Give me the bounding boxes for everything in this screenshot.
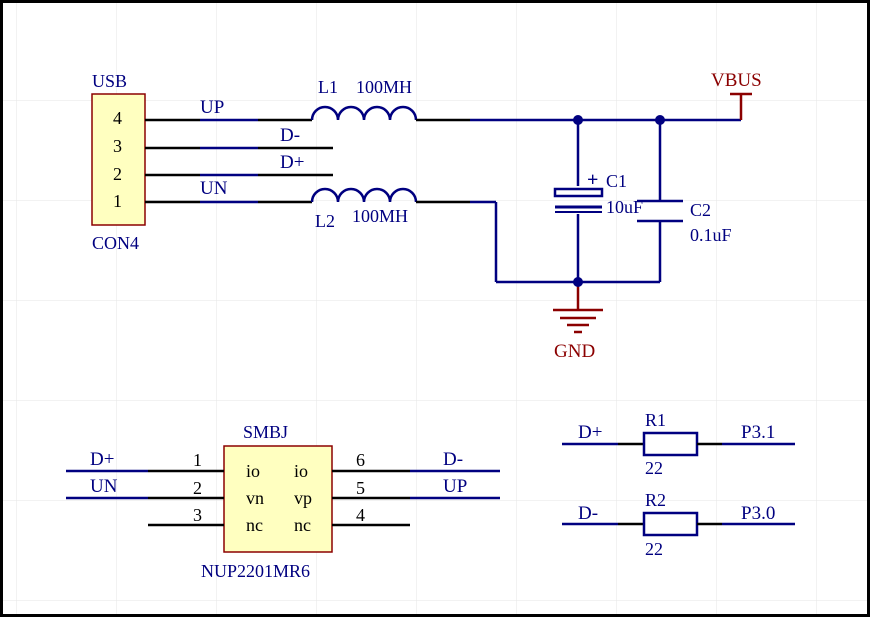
- gnd-label: GND: [554, 341, 595, 362]
- vbus-label: VBUS: [711, 70, 762, 91]
- ic-pin-num-5: 5: [356, 478, 365, 498]
- r2-value: 22: [645, 539, 663, 559]
- inductor-coil: [310, 187, 418, 203]
- power-wires: [416, 92, 752, 310]
- ic-pin-num-2: 2: [193, 478, 202, 498]
- ic-pin-num-1: 1: [193, 450, 202, 470]
- inductor-l1[interactable]: L1 100MH: [310, 77, 418, 121]
- ic-wires: [66, 469, 500, 527]
- ic-name: SMBJ: [243, 422, 288, 442]
- r1-value: 22: [645, 458, 663, 478]
- inductor-l1-designator: L1: [318, 77, 338, 97]
- inductor-coil: [310, 105, 418, 121]
- ic-net-label-dminus: D-: [443, 449, 463, 470]
- connector-designator: USB: [92, 71, 127, 91]
- cap-plate-positive: [553, 187, 604, 198]
- junction-dot: [573, 277, 583, 287]
- junction-dot: [655, 115, 665, 125]
- ic-pin-name-vn: vn: [246, 488, 264, 508]
- junction-dot: [573, 115, 583, 125]
- ic-part-number: NUP2201MR6: [201, 561, 310, 581]
- capacitor-c2-value: 0.1uF: [690, 225, 732, 245]
- r1-net-out: P3.1: [741, 422, 775, 443]
- capacitor-c2-designator: C2: [690, 200, 711, 220]
- junctions: [573, 115, 665, 287]
- net-label-up: UP: [200, 97, 224, 118]
- net-label-un: UN: [200, 178, 228, 199]
- ic-pin-name-vp: vp: [294, 488, 312, 508]
- ic-net-label-dplus: D+: [90, 449, 114, 470]
- cap-polarity-mark: +: [587, 169, 598, 191]
- r2-net-out: P3.0: [741, 503, 775, 524]
- connector-pin-4: 4: [113, 108, 122, 128]
- ic-pin-name-nc-right: nc: [294, 515, 311, 535]
- connector-value: CON4: [92, 233, 139, 253]
- net-label-dplus: D+: [280, 152, 304, 173]
- connector-pin-2: 2: [113, 164, 122, 184]
- capacitor-c1-value: 10uF: [606, 197, 643, 217]
- capacitor-c1[interactable]: + C1 10uF: [553, 169, 643, 217]
- inductor-l2-value: 100MH: [352, 206, 408, 226]
- ic-net-label-up: UP: [443, 476, 467, 497]
- connector-body: [91, 93, 146, 226]
- capacitor-c1-designator: C1: [606, 171, 627, 191]
- inductor-l2[interactable]: L2 100MH: [310, 187, 418, 231]
- resistor-r1[interactable]: D+ R1 22 P3.1: [562, 410, 795, 478]
- usb-connector[interactable]: USB CON4 4 3 2 1: [91, 71, 146, 253]
- resistor-r2[interactable]: D- R2 22 P3.0: [562, 490, 795, 559]
- net-label-dminus: D-: [280, 125, 300, 146]
- ic-pin-name-io-left: io: [246, 461, 260, 481]
- ic-net-label-un: UN: [90, 476, 118, 497]
- ic-pin-num-4: 4: [356, 505, 365, 525]
- ic-nup2201[interactable]: SMBJ NUP2201MR6 io vn nc io vp nc 1 2 3 …: [193, 422, 365, 581]
- gnd-symbol[interactable]: GND: [553, 308, 603, 362]
- ic-pin-name-io-right: io: [294, 461, 308, 481]
- inductor-l1-value: 100MH: [356, 77, 412, 97]
- r1-net-in: D+: [578, 422, 602, 443]
- connector-wires: [145, 118, 333, 204]
- ic-body: [223, 445, 333, 553]
- r2-designator: R2: [645, 490, 666, 510]
- capacitor-c2[interactable]: C2 0.1uF: [637, 199, 732, 245]
- connector-pin-1: 1: [113, 191, 122, 211]
- inductor-l2-designator: L2: [315, 211, 335, 231]
- ic-pin-num-6: 6: [356, 450, 365, 470]
- ic-pin-name-nc-left: nc: [246, 515, 263, 535]
- ic-pin-num-3: 3: [193, 505, 202, 525]
- connector-pin-3: 3: [113, 136, 122, 156]
- r2-net-in: D-: [578, 503, 598, 524]
- r1-designator: R1: [645, 410, 666, 430]
